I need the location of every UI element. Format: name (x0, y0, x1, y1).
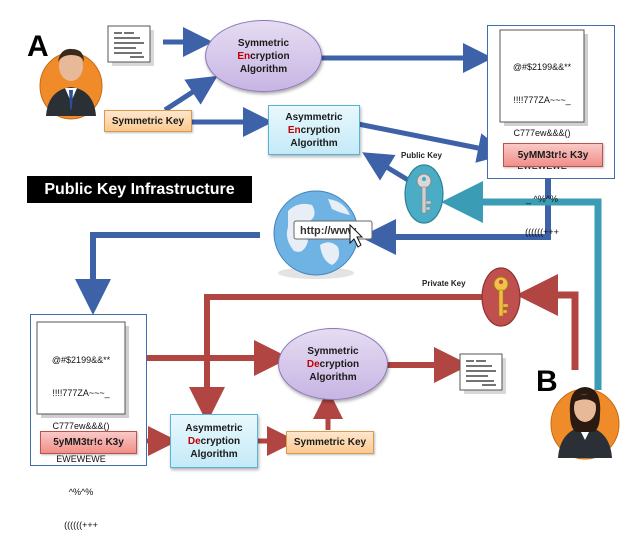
cipher-top-line: _ ^%^% (526, 194, 558, 204)
sym-dec-highlight: De (306, 358, 320, 370)
cipher-bottom-line: !!!!777ZA~~~_ (52, 388, 110, 398)
asym-enc-line2: cryption (300, 124, 341, 136)
public-key-label: Public Key (401, 151, 442, 160)
asym-enc-line3: Algorithm (290, 137, 338, 149)
asym-enc-line1: Asymmetric (285, 111, 343, 123)
person-a-letter: A (27, 30, 49, 63)
symmetric-decryption-node: Symmetric Decryption Algorithm (278, 328, 388, 400)
private-key-icon (481, 267, 521, 327)
asym-dec-line3: Algorithm (190, 448, 238, 460)
page-title: Public Key Infrastructure (27, 176, 252, 203)
cipher-top-line: C777ew&&&() (513, 128, 571, 138)
businesswoman-avatar-icon (550, 387, 620, 460)
ciphertext-document-icon (499, 29, 588, 126)
cipher-bottom-line: C777ew&&&() (52, 421, 110, 431)
sym-dec-line1: Symmetric (307, 345, 359, 357)
cipher-bottom-line: ((((((+++ (64, 520, 98, 530)
arrow-asym-enc-to-enckey (357, 121, 508, 163)
pki-diagram: A B Symmetric Encryption Algorithm Symme… (27, 20, 620, 530)
cipher-top-line: ((((((+++ (525, 227, 559, 237)
asym-dec-line2: cryption (200, 435, 241, 447)
connector-layer (75, 27, 602, 456)
sym-enc-line1: Symmetric (237, 37, 290, 49)
asymmetric-decryption-node: Asymmetric Decryption Algorithm (170, 414, 258, 468)
cipher-bottom-line: EWEWEWE (56, 454, 106, 464)
asymmetric-encryption-node: Asymmetric Encryption Algorithm (268, 105, 360, 155)
asym-dec-line1: Asymmetric (185, 422, 243, 434)
receiver-symmetric-key: Symmetric Key (286, 431, 374, 454)
decrypted-document-icon (459, 353, 506, 394)
cipher-top-line: !!!!777ZA~~~_ (513, 95, 571, 105)
arrow-package-to-globe (360, 178, 551, 255)
sym-enc-line2: cryption (250, 50, 290, 62)
sender-symmetric-key: Symmetric Key (104, 110, 192, 132)
cipher-bottom-line: ^%^% (68, 487, 94, 497)
sym-dec-line2: cryption (319, 358, 360, 370)
sym-enc-highlight: En (237, 50, 251, 62)
encrypted-key-bottom: 5yMM3tr!c K3y (40, 431, 137, 454)
arrow-globe-to-bottom-package (75, 232, 260, 315)
cipher-bottom-line: @#$2199&&** (51, 355, 111, 365)
url-text: http://www. (300, 225, 359, 237)
internet-globe-icon: http://www. (273, 190, 373, 279)
ciphertext-document-icon (36, 321, 129, 418)
private-key-label: Private Key (422, 279, 466, 288)
sym-enc-line3: Algorithm (239, 63, 288, 75)
arrow-b-to-pubkey (441, 181, 602, 390)
arrow-pubkey-to-asym-enc (362, 152, 410, 183)
sym-dec-line3: Algorithm (309, 371, 357, 383)
cipher-top-line: @#$2199&&** (512, 62, 572, 72)
symmetric-encryption-node: Symmetric Encryption Algorithm (205, 20, 322, 92)
asym-enc-highlight: En (287, 124, 301, 136)
encrypted-key-top: 5yMM3tr!c K3y (503, 143, 603, 167)
arrow-b-to-privkey (516, 274, 579, 370)
businessman-avatar-icon (39, 48, 103, 120)
person-b-letter: B (536, 365, 558, 398)
arrow-privkey-to-asym-dec (189, 294, 482, 423)
plaintext-document-icon (107, 25, 154, 66)
arrow-symkey-to-sym-enc (163, 75, 218, 113)
asym-dec-highlight: De (187, 435, 201, 447)
public-key-icon (404, 164, 444, 224)
